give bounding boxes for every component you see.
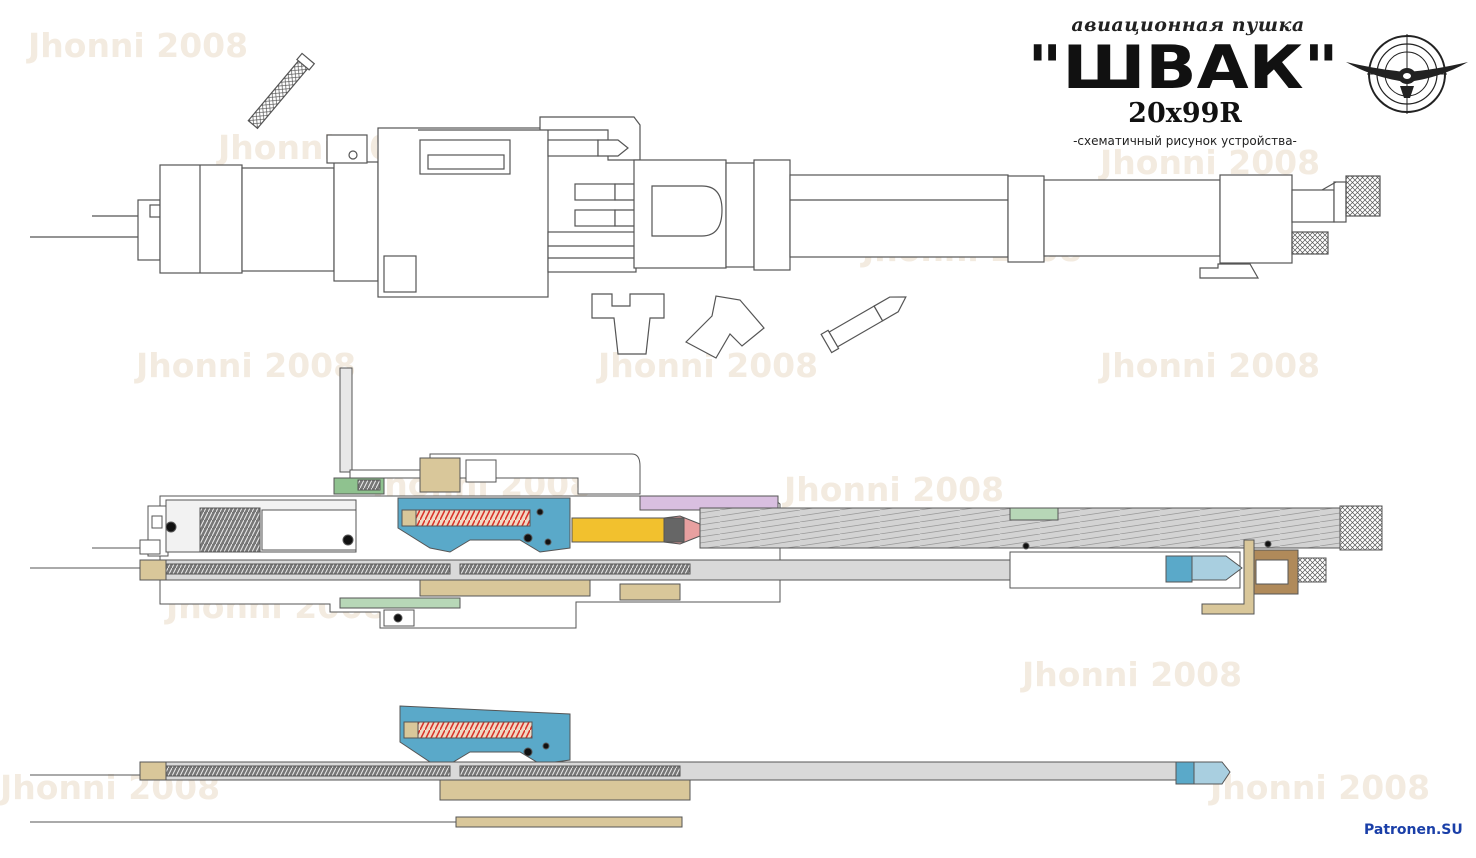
gun-external-view	[30, 52, 1381, 359]
source-label: Patronen.SU	[1364, 822, 1463, 838]
title-caption: -схематичный рисунок устройства-	[1073, 134, 1297, 148]
bolt-group-view	[30, 705, 1231, 828]
title-main: "ШВАК"	[1027, 33, 1339, 103]
gun-section-view	[30, 367, 1383, 629]
title-subtitle: авиационная пушка	[1071, 14, 1305, 36]
aircraft-icon	[1346, 62, 1468, 98]
title-caliber: 20x99R	[1128, 98, 1242, 129]
